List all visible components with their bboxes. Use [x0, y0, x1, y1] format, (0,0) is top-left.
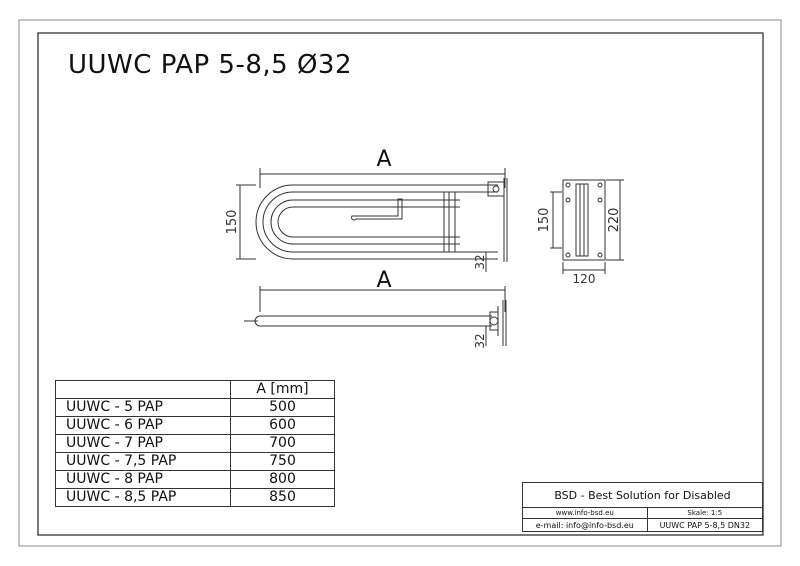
spec-model: UUWC - 8 PAP	[55, 470, 231, 489]
table-row: UUWC - 8 PAP 800	[55, 470, 335, 489]
dim-150-top: 150	[225, 210, 240, 235]
spec-value: 700	[230, 434, 335, 453]
spec-header-model	[55, 380, 231, 399]
top-view	[236, 168, 508, 272]
spec-header-row: A [mm]	[55, 380, 335, 399]
table-row: UUWC - 6 PAP 600	[55, 416, 335, 435]
title-block-row: e-mail: info@info-bsd.eu UUWC PAP 5-8,5 …	[522, 518, 764, 532]
spec-value: 750	[230, 452, 335, 471]
side-view	[244, 286, 507, 346]
spec-value: 850	[230, 488, 335, 507]
outer-border	[18, 19, 782, 547]
title-block-row: BSD - Best Solution for Disabled	[522, 482, 763, 508]
dim-220-plate: 220	[607, 208, 622, 233]
spec-value: 500	[230, 398, 335, 417]
dim-32-side: 32	[473, 333, 487, 348]
spec-model: UUWC - 6 PAP	[55, 416, 231, 435]
table-row: UUWC - 7 PAP 700	[55, 434, 335, 453]
dim-120-plate: 120	[573, 272, 596, 286]
dim-150-plate: 150	[537, 208, 552, 233]
drawing-title: UUWC PAP 5-8,5 Ø32	[68, 50, 353, 80]
table-row: UUWC - 7,5 PAP 750	[55, 452, 335, 471]
spec-model: UUWC - 5 PAP	[55, 398, 231, 417]
website: www.info-bsd.eu	[522, 507, 648, 519]
title-block-row: www.info-bsd.eu Skale: 1:5	[522, 507, 764, 519]
table-row: UUWC - 5 PAP 500	[55, 398, 335, 417]
email: e-mail: info@info-bsd.eu	[522, 518, 648, 532]
spec-model: UUWC - 7,5 PAP	[55, 452, 231, 471]
dim-32-top: 32	[473, 254, 487, 269]
drawing-code: UUWC PAP 5-8,5 DN32	[646, 518, 764, 532]
plate-view	[550, 179, 624, 274]
company-name: BSD - Best Solution for Disabled	[522, 482, 763, 508]
table-row: UUWC - 8,5 PAP 850	[55, 488, 335, 507]
spec-header-a: A [mm]	[230, 380, 335, 399]
dim-a-side: A	[376, 268, 391, 293]
spec-value: 600	[230, 416, 335, 435]
spec-table: A [mm] UUWC - 5 PAP 500 UUWC - 6 PAP 600…	[55, 380, 335, 507]
spec-model: UUWC - 8,5 PAP	[55, 488, 231, 507]
scale: Skale: 1:5	[646, 507, 764, 519]
spec-model: UUWC - 7 PAP	[55, 434, 231, 453]
title-block: BSD - Best Solution for Disabled www.inf…	[522, 482, 764, 532]
spec-value: 800	[230, 470, 335, 489]
dim-a-top: A	[376, 147, 391, 172]
inner-border	[37, 32, 764, 536]
